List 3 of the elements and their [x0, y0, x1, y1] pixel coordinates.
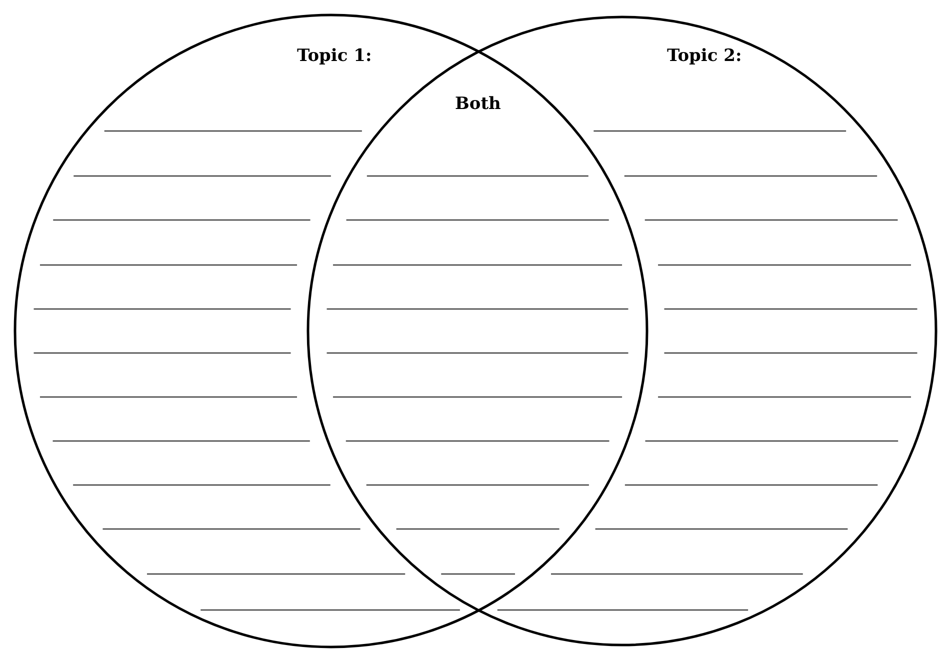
topic-heading: Topic 1: [297, 46, 372, 66]
overlap-heading: Both [455, 94, 501, 114]
topic-heading: Topic 2: [667, 46, 742, 66]
